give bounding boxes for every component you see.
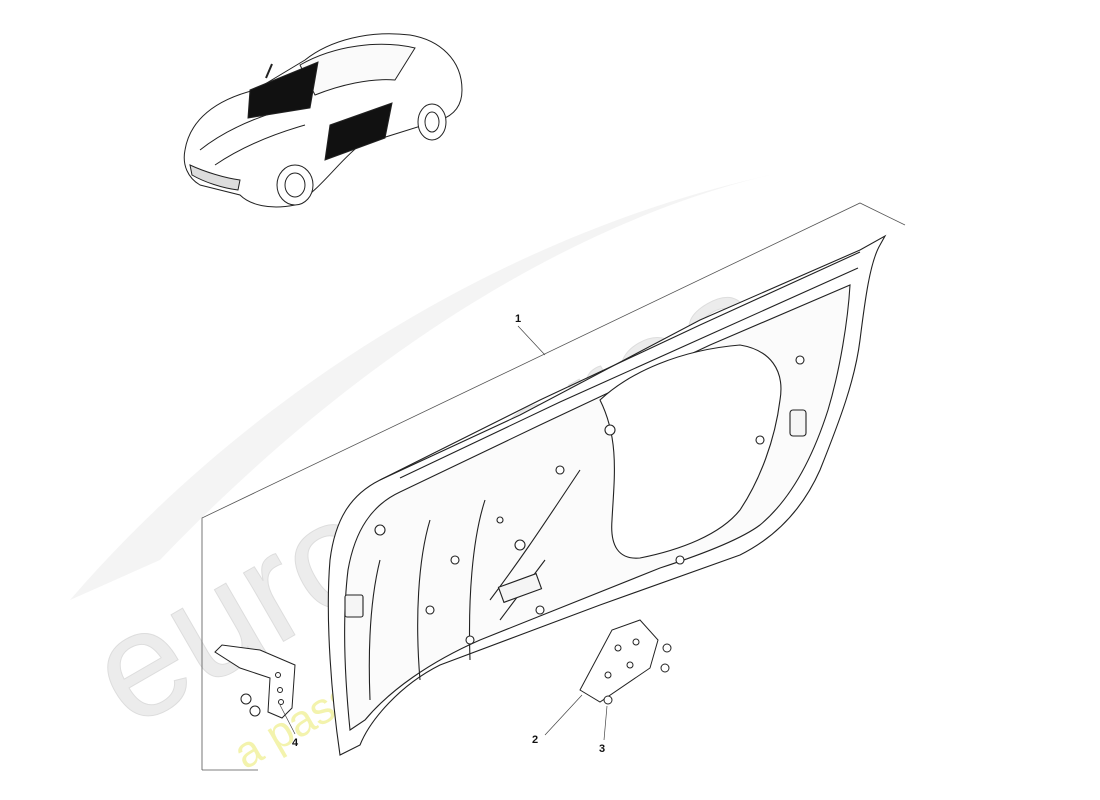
hinge-bracket[interactable] [214, 644, 296, 719]
door-latch-pocket [789, 409, 807, 437]
callout-1: 1 [515, 313, 521, 325]
car-door-left-highlight [247, 61, 319, 119]
watermark-swoosh [70, 175, 770, 600]
bolt-set[interactable] [603, 643, 672, 705]
leader-frame [201, 202, 906, 771]
car-thumbnail [183, 33, 463, 208]
hinge-plate[interactable] [579, 619, 659, 703]
callout-3: 3 [599, 743, 605, 755]
door-window-opening [599, 344, 782, 559]
callout-2: 2 [532, 734, 538, 746]
car-door-right-highlight [324, 102, 393, 161]
car-roof [299, 43, 416, 96]
door-holes [374, 355, 805, 645]
bolt-icon [240, 693, 252, 705]
door-vent-hole [344, 594, 364, 618]
door-shell[interactable] [327, 234, 887, 756]
car-grille [189, 164, 241, 191]
car-rear-wheel [417, 103, 447, 141]
door-access-slot [497, 572, 543, 604]
leader-lines [279, 325, 608, 741]
door-window-frame [379, 251, 861, 481]
car-front-wheel [276, 164, 314, 206]
callout-4: 4 [292, 737, 299, 749]
